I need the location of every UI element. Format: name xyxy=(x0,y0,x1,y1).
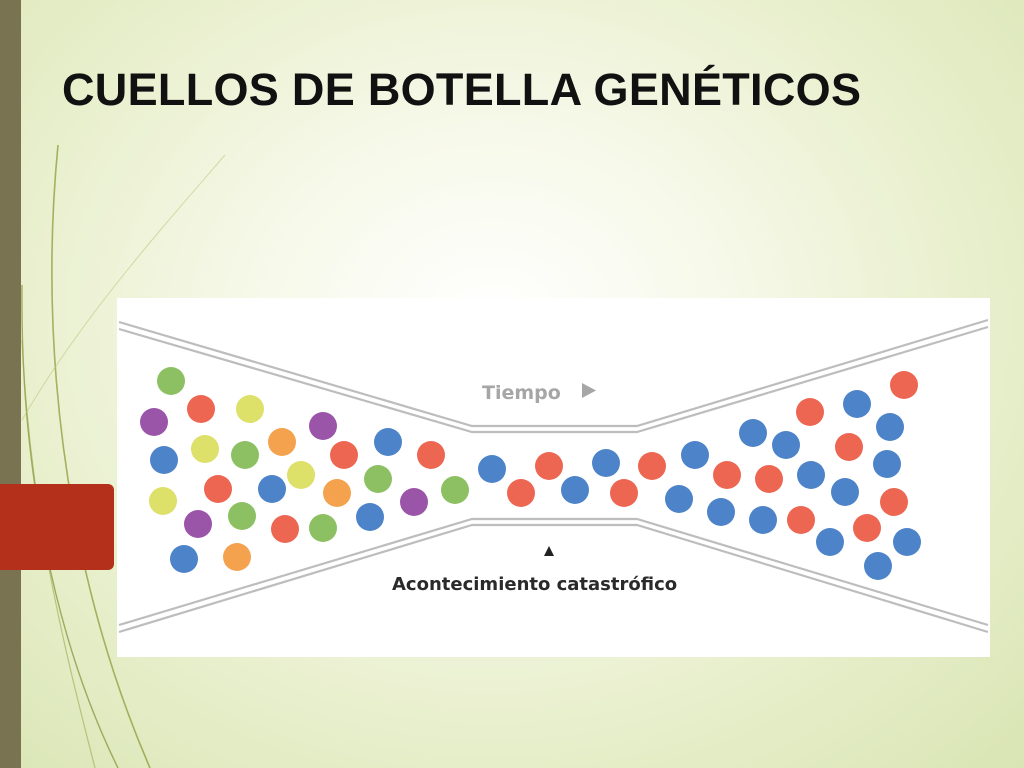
allele-yellow xyxy=(149,487,177,515)
triangle-up-icon xyxy=(544,546,554,556)
allele-blue xyxy=(374,428,402,456)
allele-purple xyxy=(184,510,212,538)
allele-blue xyxy=(797,461,825,489)
allele-blue xyxy=(561,476,589,504)
allele-blue xyxy=(681,441,709,469)
allele-red xyxy=(507,479,535,507)
allele-red xyxy=(638,452,666,480)
allele-population xyxy=(140,367,921,580)
allele-blue xyxy=(258,475,286,503)
allele-blue xyxy=(876,413,904,441)
allele-blue xyxy=(749,506,777,534)
allele-purple xyxy=(140,408,168,436)
allele-red xyxy=(187,395,215,423)
allele-green xyxy=(228,502,256,530)
bottle-wall-bottom xyxy=(118,517,989,627)
allele-green xyxy=(231,441,259,469)
bottle-wall-top xyxy=(118,318,989,428)
allele-blue xyxy=(150,446,178,474)
allele-red xyxy=(610,479,638,507)
allele-blue xyxy=(816,528,844,556)
allele-blue xyxy=(864,552,892,580)
allele-orange xyxy=(268,428,296,456)
accent-bar xyxy=(0,0,21,768)
allele-purple xyxy=(400,488,428,516)
bottle-wall-bottom-inner xyxy=(118,523,989,634)
allele-red xyxy=(271,515,299,543)
allele-blue xyxy=(478,455,506,483)
triangle-right-icon xyxy=(582,383,596,398)
allele-blue xyxy=(843,390,871,418)
accent-tab xyxy=(0,484,114,570)
allele-blue xyxy=(592,449,620,477)
allele-blue xyxy=(873,450,901,478)
allele-green xyxy=(309,514,337,542)
allele-red xyxy=(880,488,908,516)
allele-blue xyxy=(665,485,693,513)
allele-green xyxy=(364,465,392,493)
event-indicator: Acontecimiento catastrófico xyxy=(392,546,677,595)
allele-blue xyxy=(772,431,800,459)
allele-red xyxy=(796,398,824,426)
allele-blue xyxy=(170,545,198,573)
allele-red xyxy=(853,514,881,542)
bottleneck-diagram-svg: Tiempo Acontecimiento catastrófico xyxy=(118,318,989,634)
allele-blue xyxy=(356,503,384,531)
allele-red xyxy=(787,506,815,534)
allele-blue xyxy=(707,498,735,526)
allele-red xyxy=(755,465,783,493)
allele-red xyxy=(890,371,918,399)
slide-title: CUELLOS DE BOTELLA GENÉTICOS xyxy=(62,64,862,115)
allele-orange xyxy=(223,543,251,571)
allele-yellow xyxy=(287,461,315,489)
bottle-wall-top-inner xyxy=(118,325,989,434)
allele-blue xyxy=(739,419,767,447)
allele-purple xyxy=(309,412,337,440)
allele-red xyxy=(204,475,232,503)
time-indicator: Tiempo xyxy=(482,382,596,404)
allele-red xyxy=(835,433,863,461)
bottleneck-diagram: Tiempo Acontecimiento catastrófico xyxy=(117,298,990,657)
allele-yellow xyxy=(191,435,219,463)
allele-blue xyxy=(831,478,859,506)
allele-red xyxy=(535,452,563,480)
allele-orange xyxy=(323,479,351,507)
allele-red xyxy=(330,441,358,469)
bottle-walls xyxy=(118,318,989,634)
time-label: Tiempo xyxy=(482,382,561,404)
allele-yellow xyxy=(236,395,264,423)
allele-red xyxy=(713,461,741,489)
allele-red xyxy=(417,441,445,469)
event-label: Acontecimiento catastrófico xyxy=(392,574,677,595)
allele-green xyxy=(441,476,469,504)
allele-green xyxy=(157,367,185,395)
allele-blue xyxy=(893,528,921,556)
